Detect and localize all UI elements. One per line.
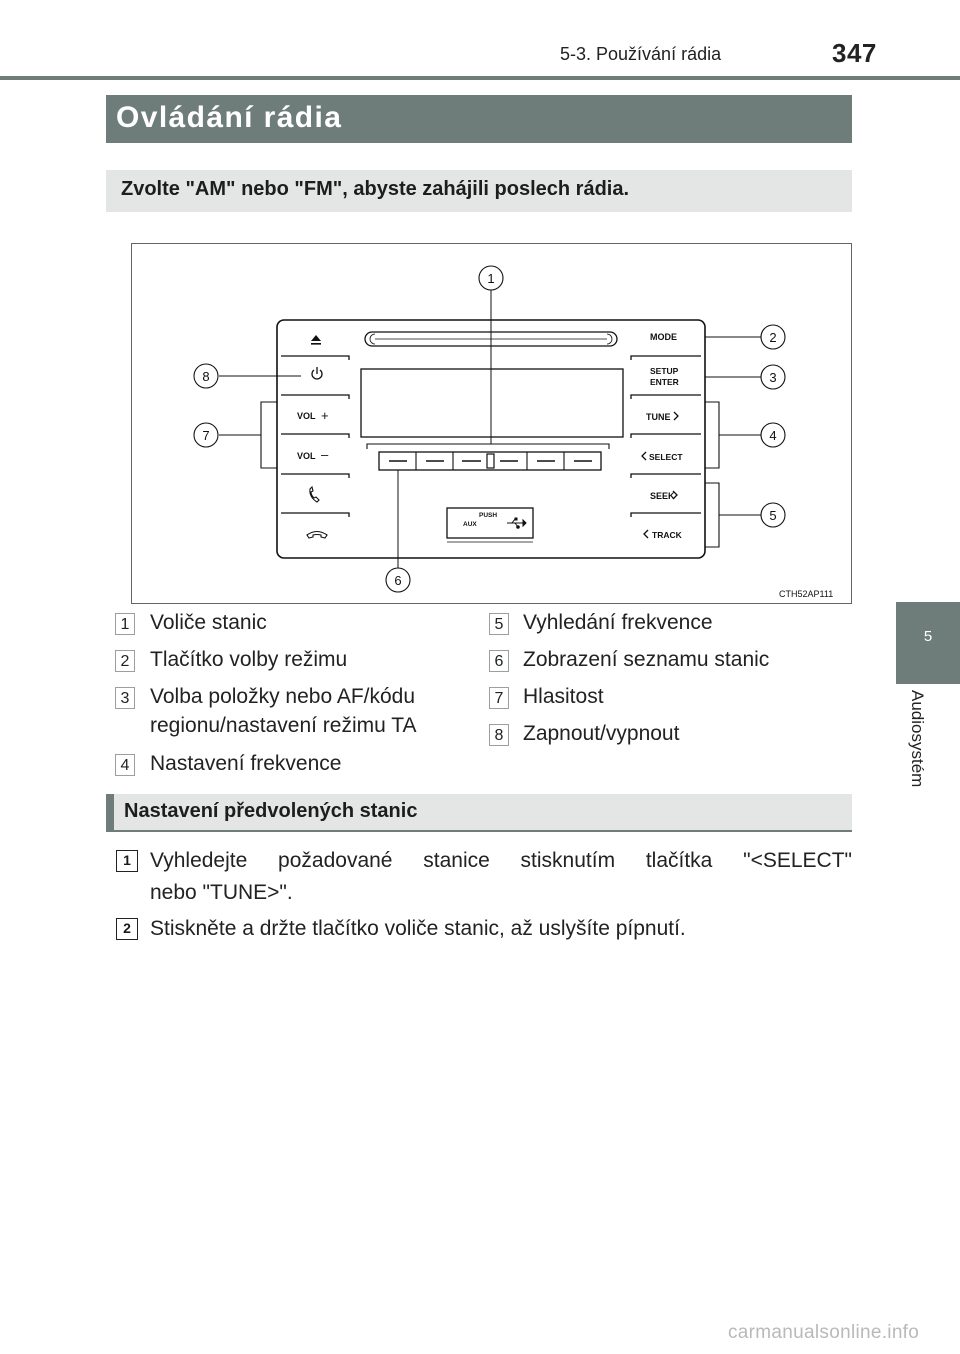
radio-panel-figure: VOL + VOL – MODE SETUP ENTER TUNE SELECT… xyxy=(131,243,852,604)
legend-number: 6 xyxy=(489,650,509,672)
legend-text: Vyhledání frekvence xyxy=(523,611,713,634)
legend-text: Zapnout/vypnout xyxy=(523,722,680,745)
chapter-label-text: Audiosystém xyxy=(908,690,927,788)
step-text-continued: nebo "TUNE>". xyxy=(150,881,293,904)
legend-text: Voliče stanic xyxy=(150,611,267,634)
svg-text:8: 8 xyxy=(202,369,209,384)
callout-4: 4 xyxy=(760,422,786,448)
seek-label: SEEK xyxy=(650,491,675,501)
svg-text:7: 7 xyxy=(202,428,209,443)
page-title: Ovládání rádia xyxy=(116,101,343,134)
legend-number: 8 xyxy=(489,724,509,746)
select-label: SELECT xyxy=(649,452,683,462)
legend-number: 5 xyxy=(489,613,509,635)
chevron-right-icon xyxy=(672,490,678,500)
subsection-title: Nastavení předvolených stanic xyxy=(124,800,418,822)
eject-icon xyxy=(311,335,321,345)
callout-7: 7 xyxy=(193,422,219,448)
subsection-accent xyxy=(106,794,114,832)
legend-number: 4 xyxy=(115,754,135,776)
svg-text:5: 5 xyxy=(769,508,776,523)
vol-plus-label: VOL xyxy=(297,411,316,421)
legend-number: 7 xyxy=(489,687,509,709)
vol-minus-label: VOL xyxy=(297,451,316,461)
running-header-section: 5-3. Používání rádia xyxy=(560,44,722,64)
intro-box xyxy=(106,170,852,212)
callout-5: 5 xyxy=(760,502,786,528)
intro-text: Zvolte "AM" nebo "FM", abyste zahájili p… xyxy=(121,178,630,200)
legend-text: Nastavení frekvence xyxy=(150,752,342,775)
chevron-left-icon xyxy=(643,529,649,539)
plus-icon: + xyxy=(321,408,329,423)
page-number: 347 xyxy=(832,38,877,68)
svg-text:1: 1 xyxy=(487,271,494,286)
power-icon xyxy=(311,367,323,380)
watermark: carmanualsonline.info xyxy=(728,1322,920,1343)
chapter-tab-number: 5 xyxy=(923,628,933,645)
display-screen xyxy=(360,368,624,438)
legend-text-continued: regionu/nastavení režimu TA xyxy=(150,714,417,737)
svg-text:3: 3 xyxy=(769,370,776,385)
step-text: Stiskněte a držte tlačítko voliče stanic… xyxy=(150,917,686,940)
callout-8: 8 xyxy=(193,363,219,389)
chapter-label: Audiosystém xyxy=(903,690,931,820)
usb-icon xyxy=(507,517,527,529)
mode-label: MODE xyxy=(650,332,677,342)
callout-1: 1 xyxy=(478,265,504,291)
push-label: PUSH xyxy=(479,512,497,519)
tune-label: TUNE xyxy=(646,412,671,422)
setup-label: SETUP xyxy=(650,366,679,376)
aux-usb-port xyxy=(446,507,534,539)
legend-number: 1 xyxy=(115,613,135,635)
preset-dividers xyxy=(415,452,565,470)
preset-bracket xyxy=(366,443,610,449)
chevron-right-icon xyxy=(673,411,679,421)
step-number: 1 xyxy=(116,850,138,872)
step-text: Vyhledejte požadované stanice stisknutím… xyxy=(150,849,852,872)
left-button-dividers xyxy=(281,355,350,517)
chapter-tab xyxy=(896,602,960,684)
legend-text: Tlačítko volby režimu xyxy=(150,648,348,671)
figure-code: CTH52AP111 xyxy=(779,589,833,599)
svg-text:6: 6 xyxy=(394,573,401,588)
legend-number: 3 xyxy=(115,687,135,709)
callout-2: 2 xyxy=(760,324,786,350)
subsection-bar xyxy=(106,794,852,832)
svg-text:2: 2 xyxy=(769,330,776,345)
right-button-dividers xyxy=(630,355,701,517)
phone-pickup-icon xyxy=(309,485,320,503)
preset-center-mark xyxy=(486,453,495,469)
enter-label: ENTER xyxy=(650,377,679,387)
title-bar xyxy=(106,95,852,143)
callout-3: 3 xyxy=(760,364,786,390)
leader-lines xyxy=(219,290,761,568)
legend-number: 2 xyxy=(115,650,135,672)
minus-icon: – xyxy=(321,447,329,462)
legend-text: Zobrazení seznamu stanic xyxy=(523,648,770,671)
step-number: 2 xyxy=(116,918,138,940)
legend-text: Hlasitost xyxy=(523,685,604,708)
legend-text: Volba položky nebo AF/kódu xyxy=(150,685,416,708)
svg-text:4: 4 xyxy=(769,428,776,443)
callout-6: 6 xyxy=(385,567,411,593)
chevron-left-icon xyxy=(641,451,647,461)
phone-hangup-icon xyxy=(306,530,328,539)
aux-label: AUX xyxy=(463,521,477,528)
header-rule xyxy=(0,76,960,80)
track-label: TRACK xyxy=(652,530,683,540)
